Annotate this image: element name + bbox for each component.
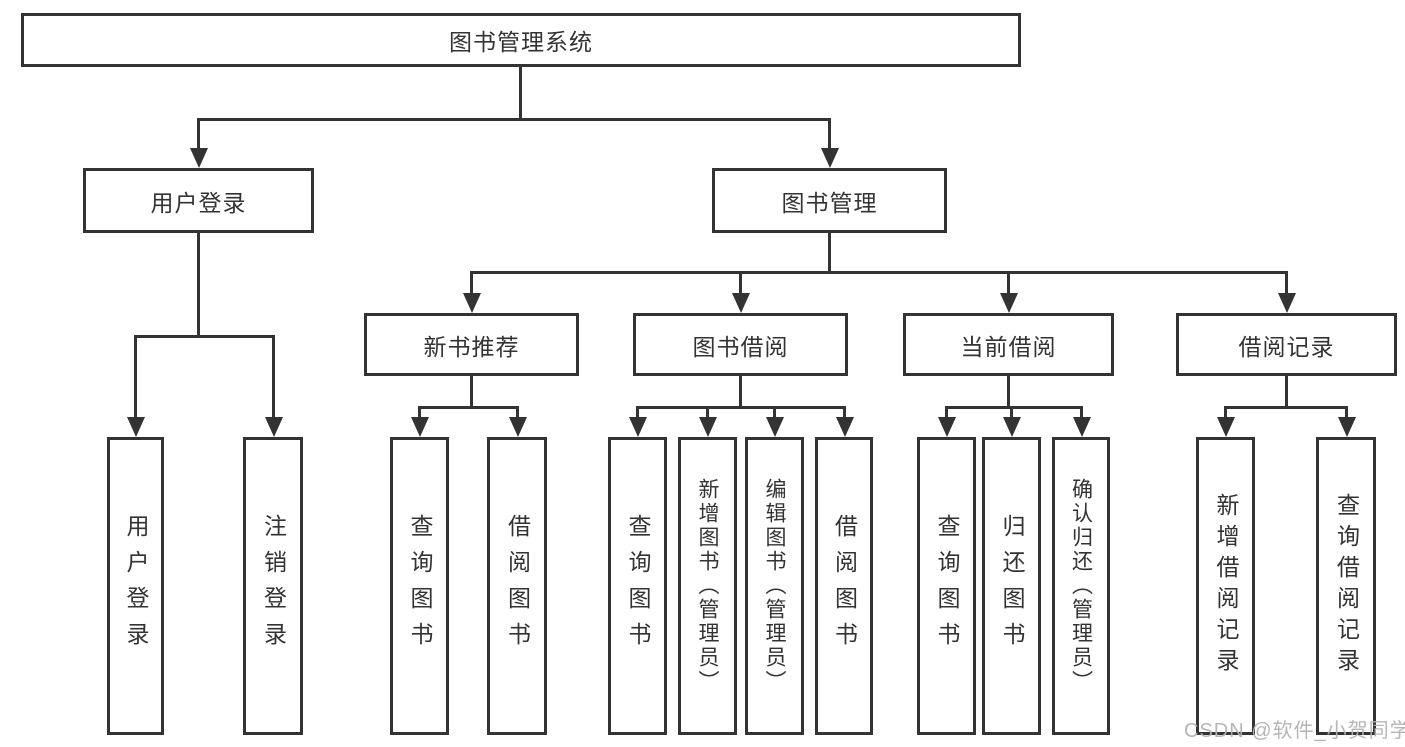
node-new-book-recommend-label: 新书推荐 — [423, 333, 520, 360]
connector-user-login-bar — [134, 335, 275, 338]
node-new-book-recommend: 新书推荐 — [364, 313, 579, 376]
connector-arrow-query-books-1 — [410, 406, 429, 437]
connector-arrow-leaf-logout — [264, 335, 283, 437]
csdn-watermark: CSDN @软件_小贺同学 — [1184, 720, 1405, 742]
connector-borrowing-records-stem — [1285, 376, 1288, 409]
leaf-borrow-books-1: 借阅图书 — [487, 437, 547, 735]
connector-arrow-query-books-3 — [937, 406, 956, 437]
connector-level3-bar — [470, 271, 1287, 274]
leaf-add-borrow-record-label: 新增借阅记录 — [1213, 493, 1239, 679]
leaf-edit-books-admin: 编辑图书（管理员） — [745, 437, 804, 735]
leaf-borrow-books-2-label: 借阅图书 — [831, 514, 858, 658]
leaf-add-books-admin-label: 新增图书（管理员） — [696, 478, 719, 694]
connector-book-borrowing-bar — [636, 406, 845, 409]
connector-root-stem — [519, 67, 522, 119]
connector-level2-bar — [197, 118, 831, 121]
connector-arrow-current-borrowing — [999, 271, 1018, 313]
connector-current-borrowing-stem — [1007, 376, 1010, 409]
leaf-borrow-books-2: 借阅图书 — [815, 437, 873, 735]
leaf-logout-label: 注销登录 — [260, 514, 287, 658]
connector-arrow-new-book-recommend — [462, 271, 481, 313]
connector-current-borrowing-bar — [945, 406, 1082, 409]
leaf-user-login-label: 用户登录 — [123, 514, 149, 658]
connector-arrow-query-books-2 — [628, 406, 647, 437]
node-root-label: 图书管理系统 — [449, 29, 593, 55]
node-user-login: 用户登录 — [83, 168, 314, 233]
connector-borrowing-records-bar — [1224, 406, 1346, 409]
leaf-query-books-3-label: 查询图书 — [934, 514, 960, 658]
leaf-borrow-books-1-label: 借阅图书 — [504, 514, 531, 658]
leaf-return-books-label: 归还图书 — [999, 514, 1025, 658]
connector-user-login-stem — [197, 233, 200, 337]
leaf-logout: 注销登录 — [243, 437, 303, 735]
leaf-add-borrow-record: 新增借阅记录 — [1196, 437, 1255, 735]
leaf-edit-books-admin-label: 编辑图书（管理员） — [763, 478, 786, 694]
connector-book-management-stem — [828, 233, 831, 273]
leaf-return-books: 归还图书 — [982, 437, 1041, 735]
connector-book-borrowing-stem — [739, 376, 742, 409]
connector-arrow-book-borrowing — [731, 271, 750, 313]
connector-arrow-add-borrow-record — [1216, 406, 1235, 437]
leaf-add-books-admin: 新增图书（管理员） — [678, 437, 737, 735]
connector-new-book-recommend-bar — [419, 406, 518, 409]
connector-arrow-borrow-books-2 — [835, 406, 854, 437]
node-book-borrowing: 图书借阅 — [633, 313, 848, 376]
node-current-borrowing: 当前借阅 — [903, 313, 1114, 376]
leaf-query-books-2: 查询图书 — [608, 437, 667, 735]
node-book-management-label: 图书管理 — [781, 189, 878, 216]
connector-arrow-edit-books-admin — [765, 406, 784, 437]
leaf-query-books-2-label: 查询图书 — [625, 514, 651, 658]
node-borrowing-records: 借阅记录 — [1176, 313, 1397, 376]
leaf-user-login: 用户登录 — [107, 437, 164, 735]
connector-arrow-return-books — [1002, 406, 1021, 437]
node-borrowing-records-label: 借阅记录 — [1238, 333, 1335, 360]
connector-arrow-borrowing-records — [1277, 271, 1296, 313]
connector-arrow-add-books-admin — [698, 406, 717, 437]
connector-arrow-confirm-return-admin — [1072, 406, 1091, 437]
leaf-confirm-return-admin-label: 确认归还（管理员） — [1069, 478, 1093, 694]
leaf-query-borrow-record: 查询借阅记录 — [1316, 437, 1376, 735]
node-user-login-label: 用户登录 — [150, 189, 247, 216]
leaf-query-books-1-label: 查询图书 — [407, 514, 433, 658]
node-book-management: 图书管理 — [712, 168, 947, 233]
node-book-borrowing-label: 图书借阅 — [692, 333, 789, 360]
connector-arrow-borrow-books-1 — [508, 406, 527, 437]
connector-arrow-user-login — [189, 118, 208, 168]
connector-arrow-query-borrow-record — [1337, 406, 1356, 437]
leaf-confirm-return-admin: 确认归还（管理员） — [1052, 437, 1110, 735]
leaf-query-books-1: 查询图书 — [390, 437, 449, 735]
connector-arrow-leaf-user-login — [126, 335, 145, 437]
leaf-query-borrow-record-label: 查询借阅记录 — [1333, 493, 1360, 679]
node-root: 图书管理系统 — [21, 13, 1021, 67]
connector-new-book-recommend-stem — [470, 376, 473, 409]
node-current-borrowing-label: 当前借阅 — [960, 333, 1057, 360]
leaf-query-books-3: 查询图书 — [917, 437, 976, 735]
connector-arrow-book-management — [820, 118, 839, 168]
